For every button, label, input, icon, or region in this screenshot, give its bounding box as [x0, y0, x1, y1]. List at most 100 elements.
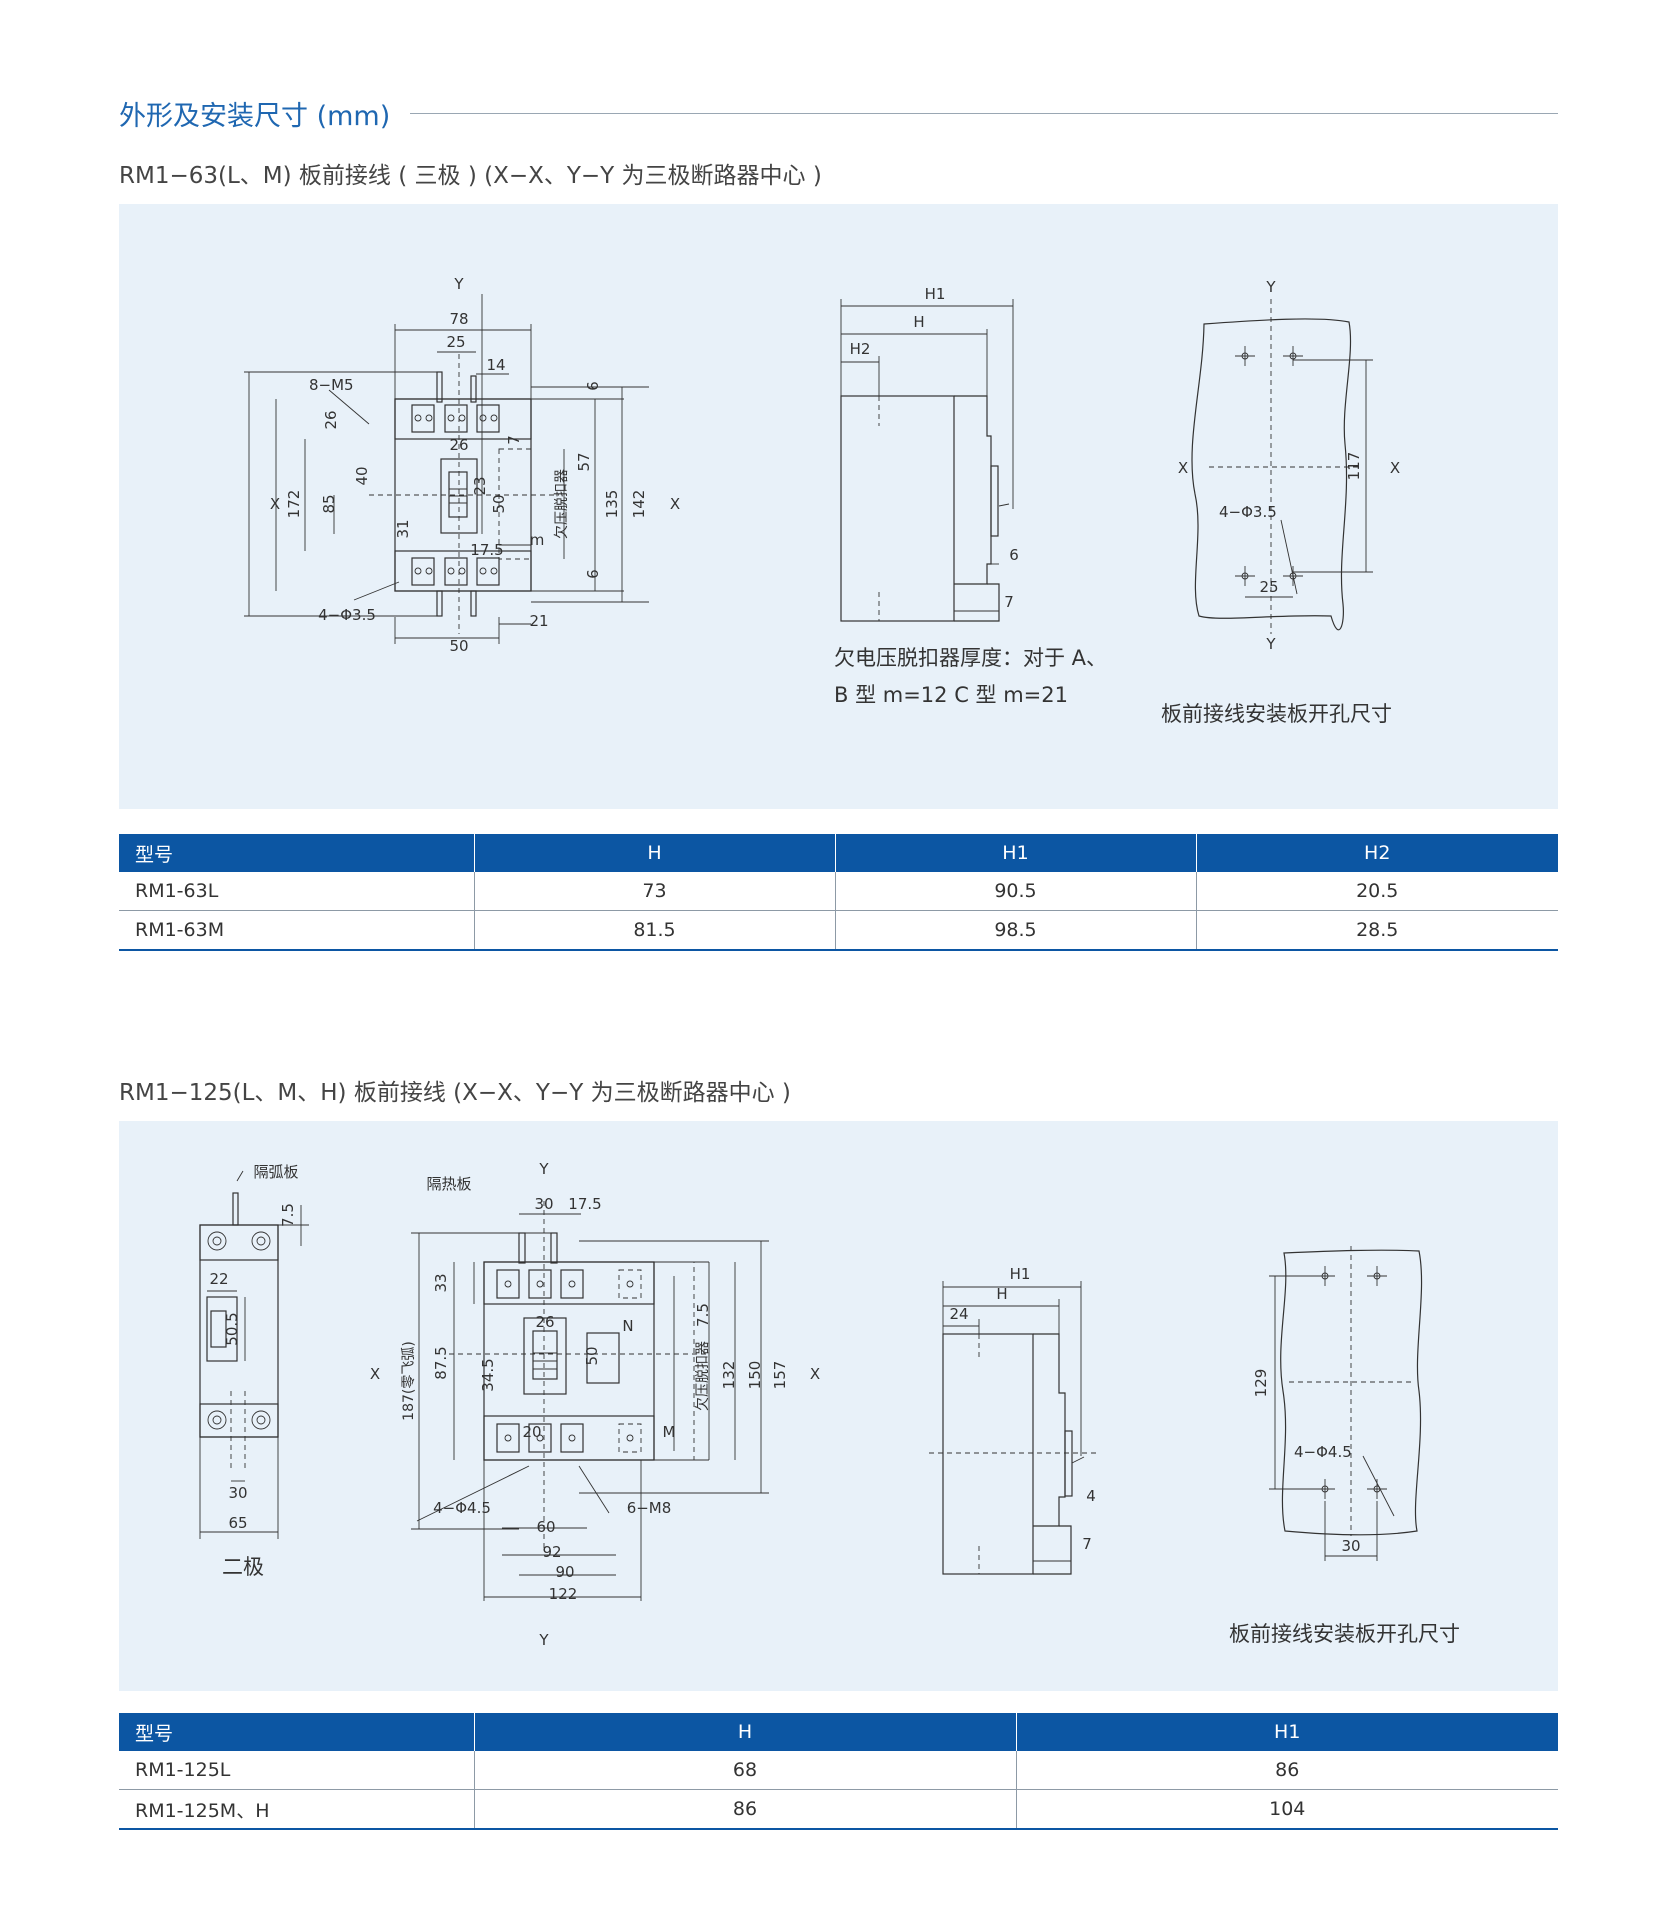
front2-dim-157: 157 — [771, 1361, 789, 1390]
front2-dim-17-5: 17.5 — [568, 1195, 601, 1213]
front2-dim-34-5: 34.5 — [479, 1358, 497, 1391]
front2-m: M — [663, 1423, 676, 1441]
cell-h2: 20.5 — [1195, 872, 1558, 911]
table-row: RM1-125L 68 86 — [119, 1751, 1558, 1790]
mount1-axis-y-top: Y — [1265, 278, 1276, 296]
front1-release: 欠压脱扣器 — [554, 469, 570, 539]
cell-h1: 86 — [1015, 1751, 1558, 1790]
two-pole-dim-50-5: 50.5 — [223, 1312, 241, 1345]
front1-dim-50: 50 — [490, 494, 508, 513]
front1-axis-x-right: X — [670, 495, 680, 513]
col-header-h: H — [473, 1713, 1016, 1751]
front1-dim-25: 25 — [446, 333, 465, 351]
front1-dim-17-5: 17.5 — [470, 541, 503, 559]
mount1-holes: 4−Φ3.5 — [1219, 503, 1277, 521]
section2-title: RM1−125(L、M、H) 板前接线 (X−X、Y−Y 为三极断路器中心 ) — [119, 1080, 791, 1106]
cell-model: RM1-63M — [119, 910, 474, 951]
front2-dim-33: 33 — [432, 1273, 450, 1292]
section1-side-note: 欠电压脱扣器厚度：对于 A、 B 型 m=12 C 型 m=21 — [834, 640, 1107, 714]
front1-dim-14: 14 — [486, 356, 505, 374]
col-header-model: 型号 — [119, 1713, 474, 1751]
front1-axis-x: X — [270, 495, 280, 513]
front2-dim-90: 90 — [555, 1563, 574, 1581]
side2-h: H — [996, 1285, 1007, 1303]
two-pole-dim-22: 22 — [209, 1270, 228, 1288]
cell-h1: 104 — [1015, 1789, 1558, 1830]
front1-dim-23: 23 — [471, 476, 489, 495]
rm1-125-side-view: H1 H 24 4 7 — [929, 1265, 1099, 1575]
front2-dim-122: 122 — [549, 1585, 578, 1603]
front2-axis-y-top: Y — [538, 1160, 549, 1178]
front2-dim-132: 132 — [720, 1361, 738, 1390]
rm1-63-front-view: Y 78 25 14 9 8−M5 26 26 23 7 40 85 172 X… — [244, 275, 680, 655]
front1-dim-31: 31 — [394, 519, 412, 538]
section2-mount-caption: 板前接线安装板开孔尺寸 — [1229, 1622, 1460, 1646]
front2-axis-x-right: X — [810, 1365, 820, 1383]
two-pole-caption: 二极 — [222, 1555, 264, 1579]
front2-dim-87-5: 87.5 — [432, 1346, 450, 1379]
front2-n: N — [622, 1317, 633, 1335]
cell-h: 86 — [473, 1789, 1016, 1830]
cell-model: RM1-125L — [119, 1751, 474, 1790]
mount2-dim-129: 129 — [1252, 1369, 1270, 1398]
rm1-63-mounting-cutout: Y Y X X 117 4−Φ3.5 25 — [1178, 278, 1400, 653]
front2-dim-26: 26 — [535, 1313, 554, 1331]
side1-h: H — [913, 313, 924, 331]
front2-heat-plate: 隔热板 — [426, 1175, 471, 1193]
table-row: RM1-63L 73 90.5 20.5 — [119, 872, 1558, 911]
front2-dim-187: 187(零飞弧) — [401, 1341, 417, 1421]
mount1-dim-117: 117 — [1345, 452, 1363, 481]
front1-dim-26a: 26 — [322, 410, 340, 429]
front2-dim-150: 150 — [746, 1361, 764, 1390]
side2-dim-7: 7 — [1082, 1535, 1092, 1553]
side1-h1: H1 — [925, 285, 946, 303]
col-header-model: 型号 — [119, 834, 474, 872]
front1-dim-9a: 9 — [583, 381, 601, 391]
mount1-axis-x-right: X — [1390, 459, 1400, 477]
front1-dim-7: 7 — [505, 435, 523, 445]
front1-dim-26b: 26 — [449, 436, 468, 454]
front1-dim-85: 85 — [320, 494, 338, 513]
two-pole-dim-7-5: 7.5 — [279, 1203, 297, 1227]
side1-dim-6: 6 — [1009, 546, 1019, 564]
cell-model: RM1-125M、H — [119, 1789, 474, 1830]
side1-dim-7: 7 — [1004, 593, 1014, 611]
front1-dim-9b: 9 — [583, 569, 601, 579]
side-note-line2: B 型 m=12 C 型 m=21 — [834, 683, 1068, 707]
two-pole-dim-65: 65 — [228, 1514, 247, 1532]
section2-spec-table: 型号 H H1 RM1-125L 68 86 RM1-125M、H 86 104 — [119, 1713, 1558, 1830]
rm1-125-two-pole-view: 隔弧板 7.5 22 50.5 30 65 — [199, 1163, 309, 1539]
front2-axis-y-bottom: Y — [538, 1631, 549, 1649]
front2-release: 欠压脱扣器 — [695, 1341, 711, 1411]
side1-h2: H2 — [850, 340, 871, 358]
front1-dim-50b: 50 — [449, 637, 468, 655]
mount2-dim-30: 30 — [1341, 1537, 1360, 1555]
section2-drawings: 隔弧板 7.5 22 50.5 30 65 — [199, 1160, 1423, 1649]
rm1-125-front-view: 隔热板 Y Y X X 30 17.5 33 26 N 欠压脱扣器 7.5 18… — [370, 1160, 820, 1649]
col-header-h1: H1 — [834, 834, 1196, 872]
front2-dim-7-5: 7.5 — [694, 1303, 712, 1327]
cell-h: 68 — [473, 1751, 1016, 1790]
front1-dim-142: 142 — [630, 490, 648, 519]
mount1-axis-x-left: X — [1178, 459, 1188, 477]
section2-drawing-panel: 隔弧板 7.5 22 50.5 30 65 — [119, 1121, 1558, 1691]
section1-title: RM1−63(L、M) 板前接线 ( 三极 ) (X−X、Y−Y 为三极断路器中… — [119, 163, 822, 189]
col-header-h: H — [473, 834, 835, 872]
front2-m8: 6−M8 — [627, 1499, 672, 1517]
cell-h2: 28.5 — [1195, 910, 1558, 951]
front1-dim-135: 135 — [603, 490, 621, 519]
front1-axis-y: Y — [453, 275, 464, 293]
section1-drawings: Y 78 25 14 9 8−M5 26 26 23 7 40 85 172 X… — [244, 275, 1400, 655]
table-row: RM1-125M、H 86 104 — [119, 1789, 1558, 1830]
cell-model: RM1-63L — [119, 872, 474, 911]
two-pole-dim-30: 30 — [228, 1484, 247, 1502]
front2-dim-20: 20 — [522, 1423, 541, 1441]
cell-h1: 98.5 — [834, 910, 1196, 951]
front2-dim-92: 92 — [542, 1543, 561, 1561]
front1-m: m — [530, 531, 545, 549]
front1-dim-21: 21 — [529, 612, 548, 630]
rm1-63-side-view: H1 H H2 6 7 — [840, 285, 1019, 622]
mount2-holes: 4−Φ4.5 — [1294, 1443, 1352, 1461]
front1-dim-78: 78 — [449, 310, 468, 328]
cell-h: 73 — [473, 872, 835, 911]
